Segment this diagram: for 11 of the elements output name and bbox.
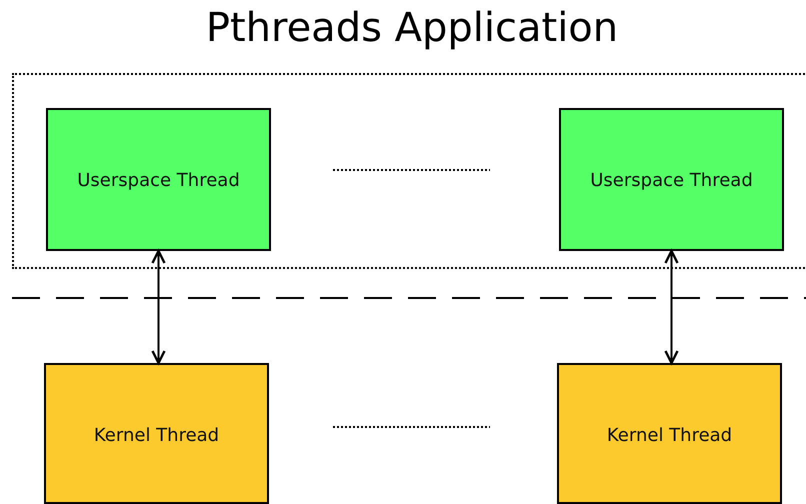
thread-label: Userspace Thread	[590, 170, 753, 191]
thread-box	[557, 363, 782, 504]
thread-label: Userspace Thread	[77, 170, 240, 191]
diagram-heading: Pthreads Application	[206, 5, 618, 51]
double-arrow	[664, 250, 679, 364]
thread-box	[46, 108, 271, 251]
thread-label: Kernel Thread	[606, 425, 732, 446]
double-arrow	[151, 250, 166, 364]
thread-label: Kernel Thread	[94, 425, 220, 446]
thread-box	[44, 363, 269, 504]
thread-box	[559, 108, 784, 251]
